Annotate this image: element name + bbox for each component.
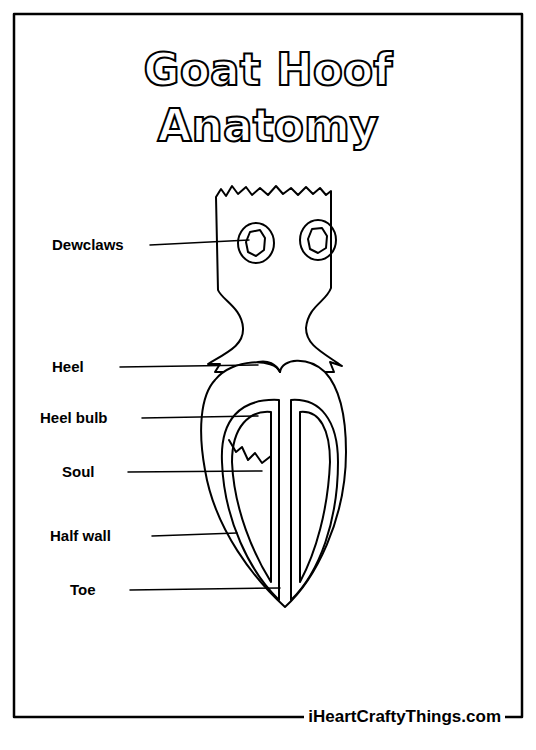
part-label: Dewclaws	[52, 236, 124, 254]
left-claw	[222, 400, 279, 600]
part-label: Toe	[70, 581, 96, 599]
part-label: Heel	[52, 358, 84, 376]
dewclaw-left	[238, 223, 274, 263]
heel-crease	[258, 361, 280, 372]
part-label: Heel bulb	[40, 409, 108, 427]
right-sole	[300, 412, 330, 582]
dewclaw-right	[300, 220, 336, 260]
heel-bulb-edge	[229, 440, 271, 463]
right-claw	[291, 400, 338, 600]
hoof-outline	[201, 361, 346, 607]
leader-lines	[120, 240, 280, 590]
page-border	[14, 14, 522, 717]
watermark: iHeartCraftyThings.com	[304, 707, 505, 727]
left-sole	[232, 412, 271, 582]
title: Goat Hoof Anatomy	[118, 42, 418, 154]
part-label: Half wall	[50, 527, 111, 545]
leg-outline	[208, 186, 342, 372]
part-label: Soul	[62, 463, 95, 481]
